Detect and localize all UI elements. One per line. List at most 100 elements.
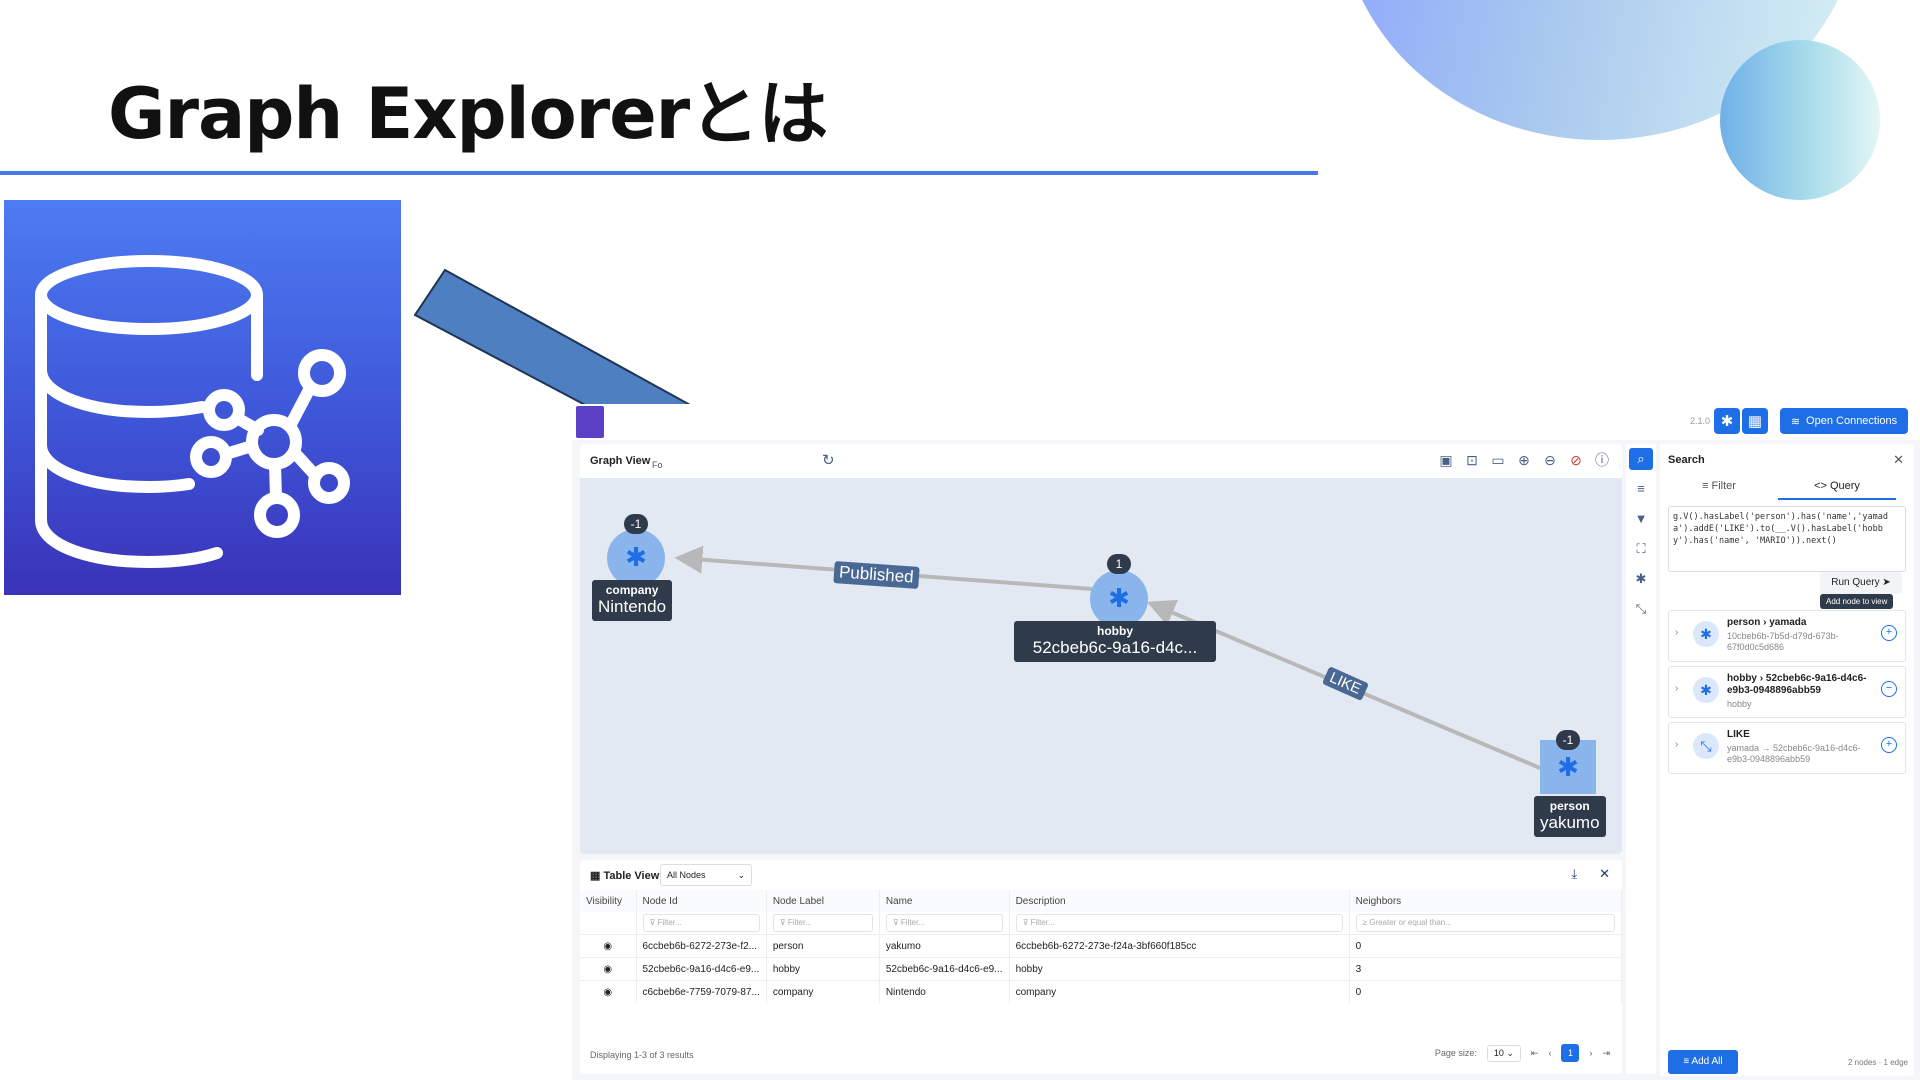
cell-node-label: hobby: [766, 957, 880, 981]
last-page-icon[interactable]: ⇥: [1602, 1047, 1610, 1058]
filter-placeholder: Filter...: [1030, 918, 1055, 927]
graph-explorer-screenshot: 2.1.0 ✱ ▦ ≋ Open Connections Graph View …: [572, 404, 1920, 1080]
visibility-eye-icon[interactable]: ◉: [580, 934, 637, 958]
result-item[interactable]: › ⤡ LIKE yamada → 52cbeb6c-9a16-d4c6-e9b…: [1668, 722, 1906, 774]
graph-canvas[interactable]: ✱ ✱ ✱: [580, 478, 1622, 854]
zoom-in-icon[interactable]: ⊕: [1518, 452, 1530, 468]
remove-node-icon[interactable]: −: [1881, 681, 1897, 697]
node-hobby-icon: ✱: [1108, 584, 1130, 614]
table-row[interactable]: ◉ c6cbeb6e-7759-7079-87... company Ninte…: [580, 980, 1623, 1003]
node-person-label: person yakumo: [1534, 796, 1606, 837]
result-counts: 2 nodes · 1 edge: [1847, 1058, 1908, 1067]
filter-input[interactable]: ⊽ Filter...: [885, 914, 1003, 932]
node-icon: ✱: [1693, 621, 1719, 647]
filter-placeholder: Filter...: [657, 918, 682, 927]
first-page-icon[interactable]: ⇤: [1530, 1047, 1539, 1058]
cell-name: Nintendo: [879, 980, 1010, 1003]
node-type-select[interactable]: All Nodes ⌄: [660, 864, 752, 886]
search-icon[interactable]: ⌕: [1629, 448, 1653, 470]
column-header[interactable]: Neighbors: [1349, 890, 1623, 912]
expand-icon[interactable]: ⛶: [1636, 541, 1646, 556]
cell-node-id: 52cbeb6c-9a16-d4c6-e9...: [636, 957, 767, 981]
graph-toolbar: ▣ ⊡ ▭ ⊕ ⊖ ⊘ ⓘ: [1438, 452, 1610, 468]
next-page-icon[interactable]: ›: [1589, 1048, 1593, 1058]
filter-cell: ≥ Greater or equal than...: [1349, 912, 1623, 935]
title-underline: [0, 171, 1318, 175]
chevron-right-icon[interactable]: ›: [1675, 683, 1679, 694]
tab-filter[interactable]: ≡ Filter: [1660, 474, 1778, 498]
neighbors-filter-input[interactable]: ≥ Greater or equal than...: [1355, 914, 1615, 932]
add-node-icon[interactable]: +: [1881, 625, 1897, 641]
table-row[interactable]: ◉ 52cbeb6c-9a16-d4c6-e9... hobby 52cbeb6…: [580, 957, 1623, 981]
table-mode-button[interactable]: ▦: [1742, 408, 1768, 434]
run-query-label: Run Query: [1831, 577, 1880, 588]
graph-mode-button[interactable]: ✱: [1714, 408, 1740, 434]
cell-neighbors: 0: [1349, 934, 1623, 958]
column-header[interactable]: Node Label: [766, 890, 880, 912]
run-query-button[interactable]: Run Query ➤: [1820, 572, 1902, 594]
close-icon[interactable]: ✕: [1599, 866, 1610, 881]
page-size-value: 10: [1493, 1047, 1504, 1058]
filter-placeholder: Filter...: [787, 918, 812, 927]
table-icon: ▦: [590, 870, 604, 882]
visibility-eye-icon[interactable]: ◉: [580, 957, 637, 981]
cell-name: yakumo: [879, 934, 1010, 958]
app-topbar: 2.1.0 ✱ ▦ ≋ Open Connections: [572, 404, 1920, 440]
tab-query-label: <> Query: [1814, 480, 1860, 492]
filter-input[interactable]: ⊽ Filter...: [1015, 914, 1343, 932]
node-hobby-badge: 1: [1107, 554, 1131, 574]
result-item[interactable]: › ✱ hobby › 52cbeb6c-9a16-d4c6-e9b3-0948…: [1668, 666, 1906, 718]
graph-icon: ✱: [1720, 413, 1734, 430]
refresh-icon[interactable]: ↻: [822, 452, 835, 469]
close-icon[interactable]: ✕: [1893, 452, 1904, 467]
table-view-panel: ▦ Table View All Nodes ⌄ ⤓ ✕ Visibility …: [580, 860, 1623, 1074]
send-icon: ➤: [1882, 577, 1891, 588]
node-company[interactable]: [607, 529, 665, 587]
filter-input[interactable]: ⊽ Filter...: [772, 914, 873, 932]
save-icon[interactable]: ⊡: [1466, 452, 1478, 468]
column-header[interactable]: Name: [879, 890, 1010, 912]
node-hobby[interactable]: [1090, 570, 1148, 628]
details-icon[interactable]: ≡: [1637, 481, 1645, 496]
open-folder-icon[interactable]: ▭: [1491, 452, 1505, 468]
cell-description: hobby: [1009, 957, 1350, 981]
visibility-eye-icon[interactable]: ◉: [580, 980, 637, 1003]
add-all-button[interactable]: ≡ Add All: [1668, 1050, 1738, 1074]
table-icon: ▦: [1747, 413, 1763, 430]
result-subtitle: hobby: [1727, 699, 1752, 709]
download-icon[interactable]: ⤓: [1571, 866, 1578, 881]
page-size-select[interactable]: 10 ⌄: [1486, 1044, 1521, 1062]
table-actions: ⤓ ✕: [1571, 866, 1610, 882]
node-styling-icon[interactable]: ✱: [1635, 571, 1647, 586]
table-row[interactable]: ◉ 6ccbeb6b-6272-273e-f2... person yakumo…: [580, 934, 1623, 958]
node-icon: ✱: [1693, 677, 1719, 703]
database-icon: ≋: [1790, 415, 1801, 428]
filter-icon[interactable]: ▼: [1634, 511, 1648, 526]
screenshot-icon[interactable]: ▣: [1439, 452, 1453, 468]
tab-filter-label: Filter: [1711, 480, 1736, 492]
add-edge-icon[interactable]: +: [1881, 737, 1897, 753]
tab-query[interactable]: <> Query: [1778, 474, 1896, 500]
current-page-button[interactable]: 1: [1561, 1044, 1580, 1062]
info-icon[interactable]: ⓘ: [1595, 452, 1609, 468]
prev-page-icon[interactable]: ‹: [1548, 1048, 1552, 1058]
open-connections-button[interactable]: ≋ Open Connections: [1780, 408, 1908, 434]
zoom-out-icon[interactable]: ⊖: [1544, 452, 1556, 468]
filter-cell: ⊽ Filter...: [1009, 912, 1350, 935]
clear-graph-icon[interactable]: ⊘: [1570, 452, 1582, 468]
graph-view-title: Graph View: [590, 455, 651, 467]
result-item[interactable]: › ✱ person › yamada 10cbeb6b-7b5d-d79d-6…: [1668, 610, 1906, 662]
chevron-right-icon[interactable]: ›: [1675, 627, 1679, 638]
column-header[interactable]: Visibility: [580, 890, 637, 912]
column-header[interactable]: Node Id: [636, 890, 767, 912]
query-editor[interactable]: g.V().hasLabel('person').has('name','yam…: [1668, 506, 1906, 572]
edge-styling-icon[interactable]: ⤡: [1635, 601, 1647, 616]
column-header[interactable]: Description: [1009, 890, 1350, 912]
graph-view-subtitle: Fo: [652, 460, 663, 470]
filter-input[interactable]: ⊽ Filter...: [642, 914, 760, 932]
node-company-name: Nintendo: [598, 597, 667, 617]
result-title: person › yamada: [1727, 617, 1807, 628]
chevron-right-icon[interactable]: ›: [1675, 739, 1679, 750]
node-person-type: person: [1549, 799, 1590, 813]
cell-neighbors: 3: [1349, 957, 1623, 981]
